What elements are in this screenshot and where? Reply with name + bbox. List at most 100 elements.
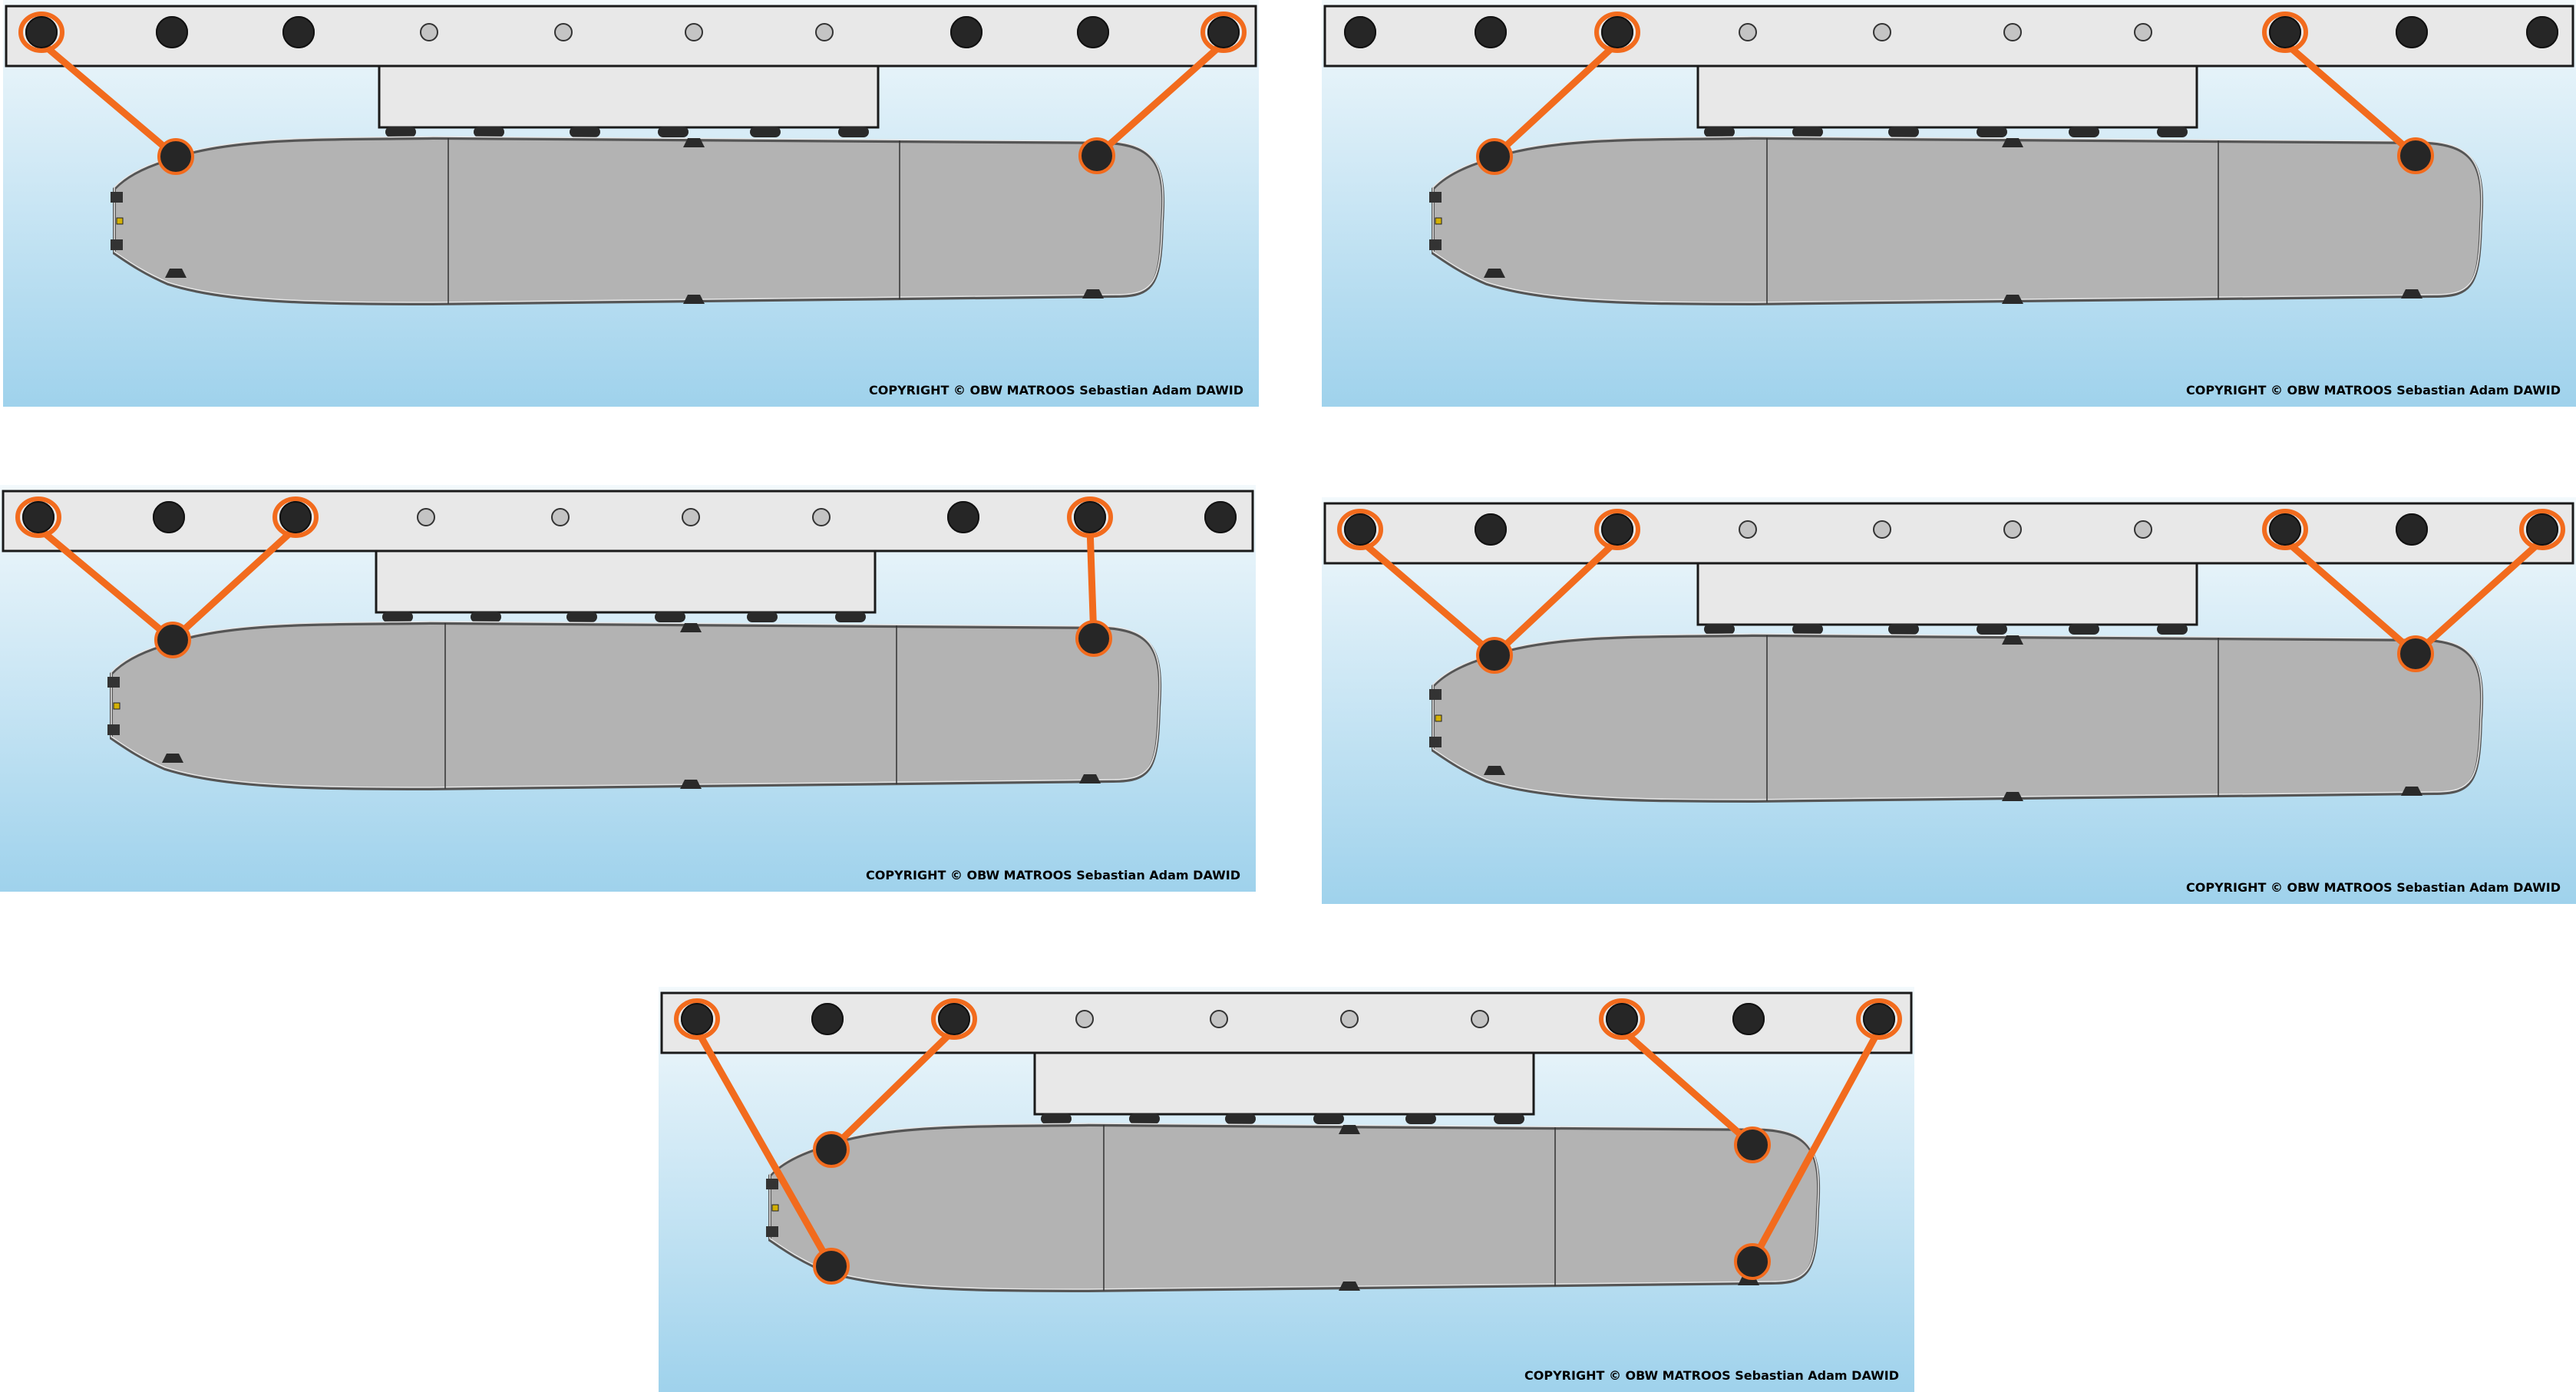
small-bollard-icon xyxy=(685,23,703,41)
small-bollard-icon xyxy=(2134,520,2152,539)
ship-bitt-icon xyxy=(154,622,191,658)
fender-icon xyxy=(566,612,597,622)
bollard-icon xyxy=(938,1003,970,1035)
line-eye xyxy=(1856,998,1902,1040)
fairlead-icon xyxy=(1079,774,1101,783)
vessel-hull xyxy=(1432,136,2484,306)
line-eye xyxy=(2262,12,2308,53)
mooring-line xyxy=(674,998,835,1270)
bollard-icon xyxy=(1077,16,1109,48)
bollard-icon xyxy=(947,501,979,533)
bollard-icon xyxy=(1074,501,1106,533)
fender-icon xyxy=(1041,1113,1072,1124)
fairlead-icon xyxy=(680,780,702,789)
fairlead-icon xyxy=(113,702,121,710)
line-eye xyxy=(15,496,61,538)
fender-icon xyxy=(2069,624,2099,635)
mooring-line xyxy=(1093,12,1247,160)
fairlead-icon xyxy=(1484,269,1505,278)
vessel-hull-highlight xyxy=(1432,136,2482,303)
fender-icon xyxy=(382,612,413,622)
mooring-line xyxy=(1337,509,1498,659)
fender-icon xyxy=(385,127,416,137)
fairlead-icon xyxy=(1339,1281,1360,1291)
small-bollard-icon xyxy=(554,23,573,41)
vessel-hull-highlight xyxy=(111,621,1161,788)
fairlead-icon xyxy=(1484,766,1505,775)
line-eye xyxy=(931,998,977,1040)
fairlead-icon xyxy=(680,623,702,632)
stern-fitting xyxy=(766,1226,778,1237)
fairlead-icon xyxy=(165,269,187,278)
small-bollard-icon xyxy=(815,23,834,41)
fairlead-icon xyxy=(683,138,705,147)
bollard-icon xyxy=(156,16,188,48)
small-bollard-icon xyxy=(1739,23,1757,41)
fender-icon xyxy=(1405,1113,1436,1124)
fender-icon xyxy=(1888,624,1919,635)
mooring-diagram-4: COPYRIGHT © OBW MATROOS Sebastian Adam D… xyxy=(1322,497,2576,904)
fender-icon xyxy=(1129,1113,1160,1124)
fairlead-icon xyxy=(683,295,705,304)
ship-bitt-icon xyxy=(157,138,194,175)
bollard-icon xyxy=(2269,513,2301,546)
small-bollard-icon xyxy=(1873,520,1891,539)
fender-icon xyxy=(1977,127,2007,137)
copyright-text: COPYRIGHT © OBW MATROOS Sebastian Adam D… xyxy=(869,383,1243,397)
bollard-icon xyxy=(1204,501,1237,533)
fender-icon xyxy=(474,127,504,137)
fender-icon xyxy=(1792,624,1823,635)
mooring-line xyxy=(2412,509,2565,658)
small-bollard-icon xyxy=(2003,520,2022,539)
fender-icon xyxy=(570,127,600,137)
quay xyxy=(1323,502,2574,565)
bollard-icon xyxy=(25,16,58,48)
bollard-icon xyxy=(1344,513,1376,546)
fairlead-icon xyxy=(2002,295,2023,304)
mooring-diagram-1: COPYRIGHT © OBW MATROOS Sebastian Adam D… xyxy=(3,0,1259,407)
ship-bitt-icon xyxy=(1078,137,1115,174)
bollard-icon xyxy=(1601,16,1633,48)
small-bollard-icon xyxy=(1210,1010,1228,1028)
fender-icon xyxy=(2069,127,2099,137)
quay xyxy=(1323,5,2574,68)
vessel-hull-highlight xyxy=(769,1123,1819,1290)
fairlead-icon xyxy=(116,217,124,225)
fairlead-icon xyxy=(162,754,183,763)
pontoon xyxy=(1696,562,2198,626)
line-eye xyxy=(1594,12,1640,53)
small-bollard-icon xyxy=(1739,520,1757,539)
fairlead-icon xyxy=(1339,1125,1360,1134)
stern-fitting xyxy=(1429,192,1442,203)
small-bollard-icon xyxy=(1340,1010,1359,1028)
bollard-icon xyxy=(1601,513,1633,546)
bollard-icon xyxy=(2526,16,2558,48)
mooring-line xyxy=(1067,496,1113,642)
line-eye xyxy=(1599,998,1645,1040)
line-eye xyxy=(674,998,720,1040)
line-eye xyxy=(18,12,64,53)
fairlead-icon xyxy=(1435,714,1442,722)
mooring-svg-1: COPYRIGHT © OBW MATROOS Sebastian Adam D… xyxy=(3,0,1259,407)
mooring-svg-3: COPYRIGHT © OBW MATROOS Sebastian Adam D… xyxy=(0,485,1256,892)
line-eye xyxy=(1200,12,1247,53)
mooring-line xyxy=(1491,12,1640,160)
fairlead-icon xyxy=(1082,289,1104,299)
fender-icon xyxy=(658,127,689,137)
ship-bitt-icon xyxy=(1476,637,1513,674)
ship-bitt-icon xyxy=(1734,1126,1771,1163)
line-eye xyxy=(272,496,319,538)
bollard-icon xyxy=(2396,513,2428,546)
fender-icon xyxy=(1888,127,1919,137)
ship-bitt-icon xyxy=(1734,1243,1771,1280)
fender-icon xyxy=(1313,1113,1344,1124)
mooring-line xyxy=(2262,509,2419,658)
mooring-line xyxy=(827,998,977,1153)
bollard-icon xyxy=(1475,16,1507,48)
mooring-line xyxy=(15,496,177,644)
mooring-line xyxy=(1749,998,1902,1265)
line-eye xyxy=(1337,509,1383,550)
vessel-hull-highlight xyxy=(114,136,1164,303)
fender-icon xyxy=(747,612,778,622)
fender-icon xyxy=(835,612,866,622)
